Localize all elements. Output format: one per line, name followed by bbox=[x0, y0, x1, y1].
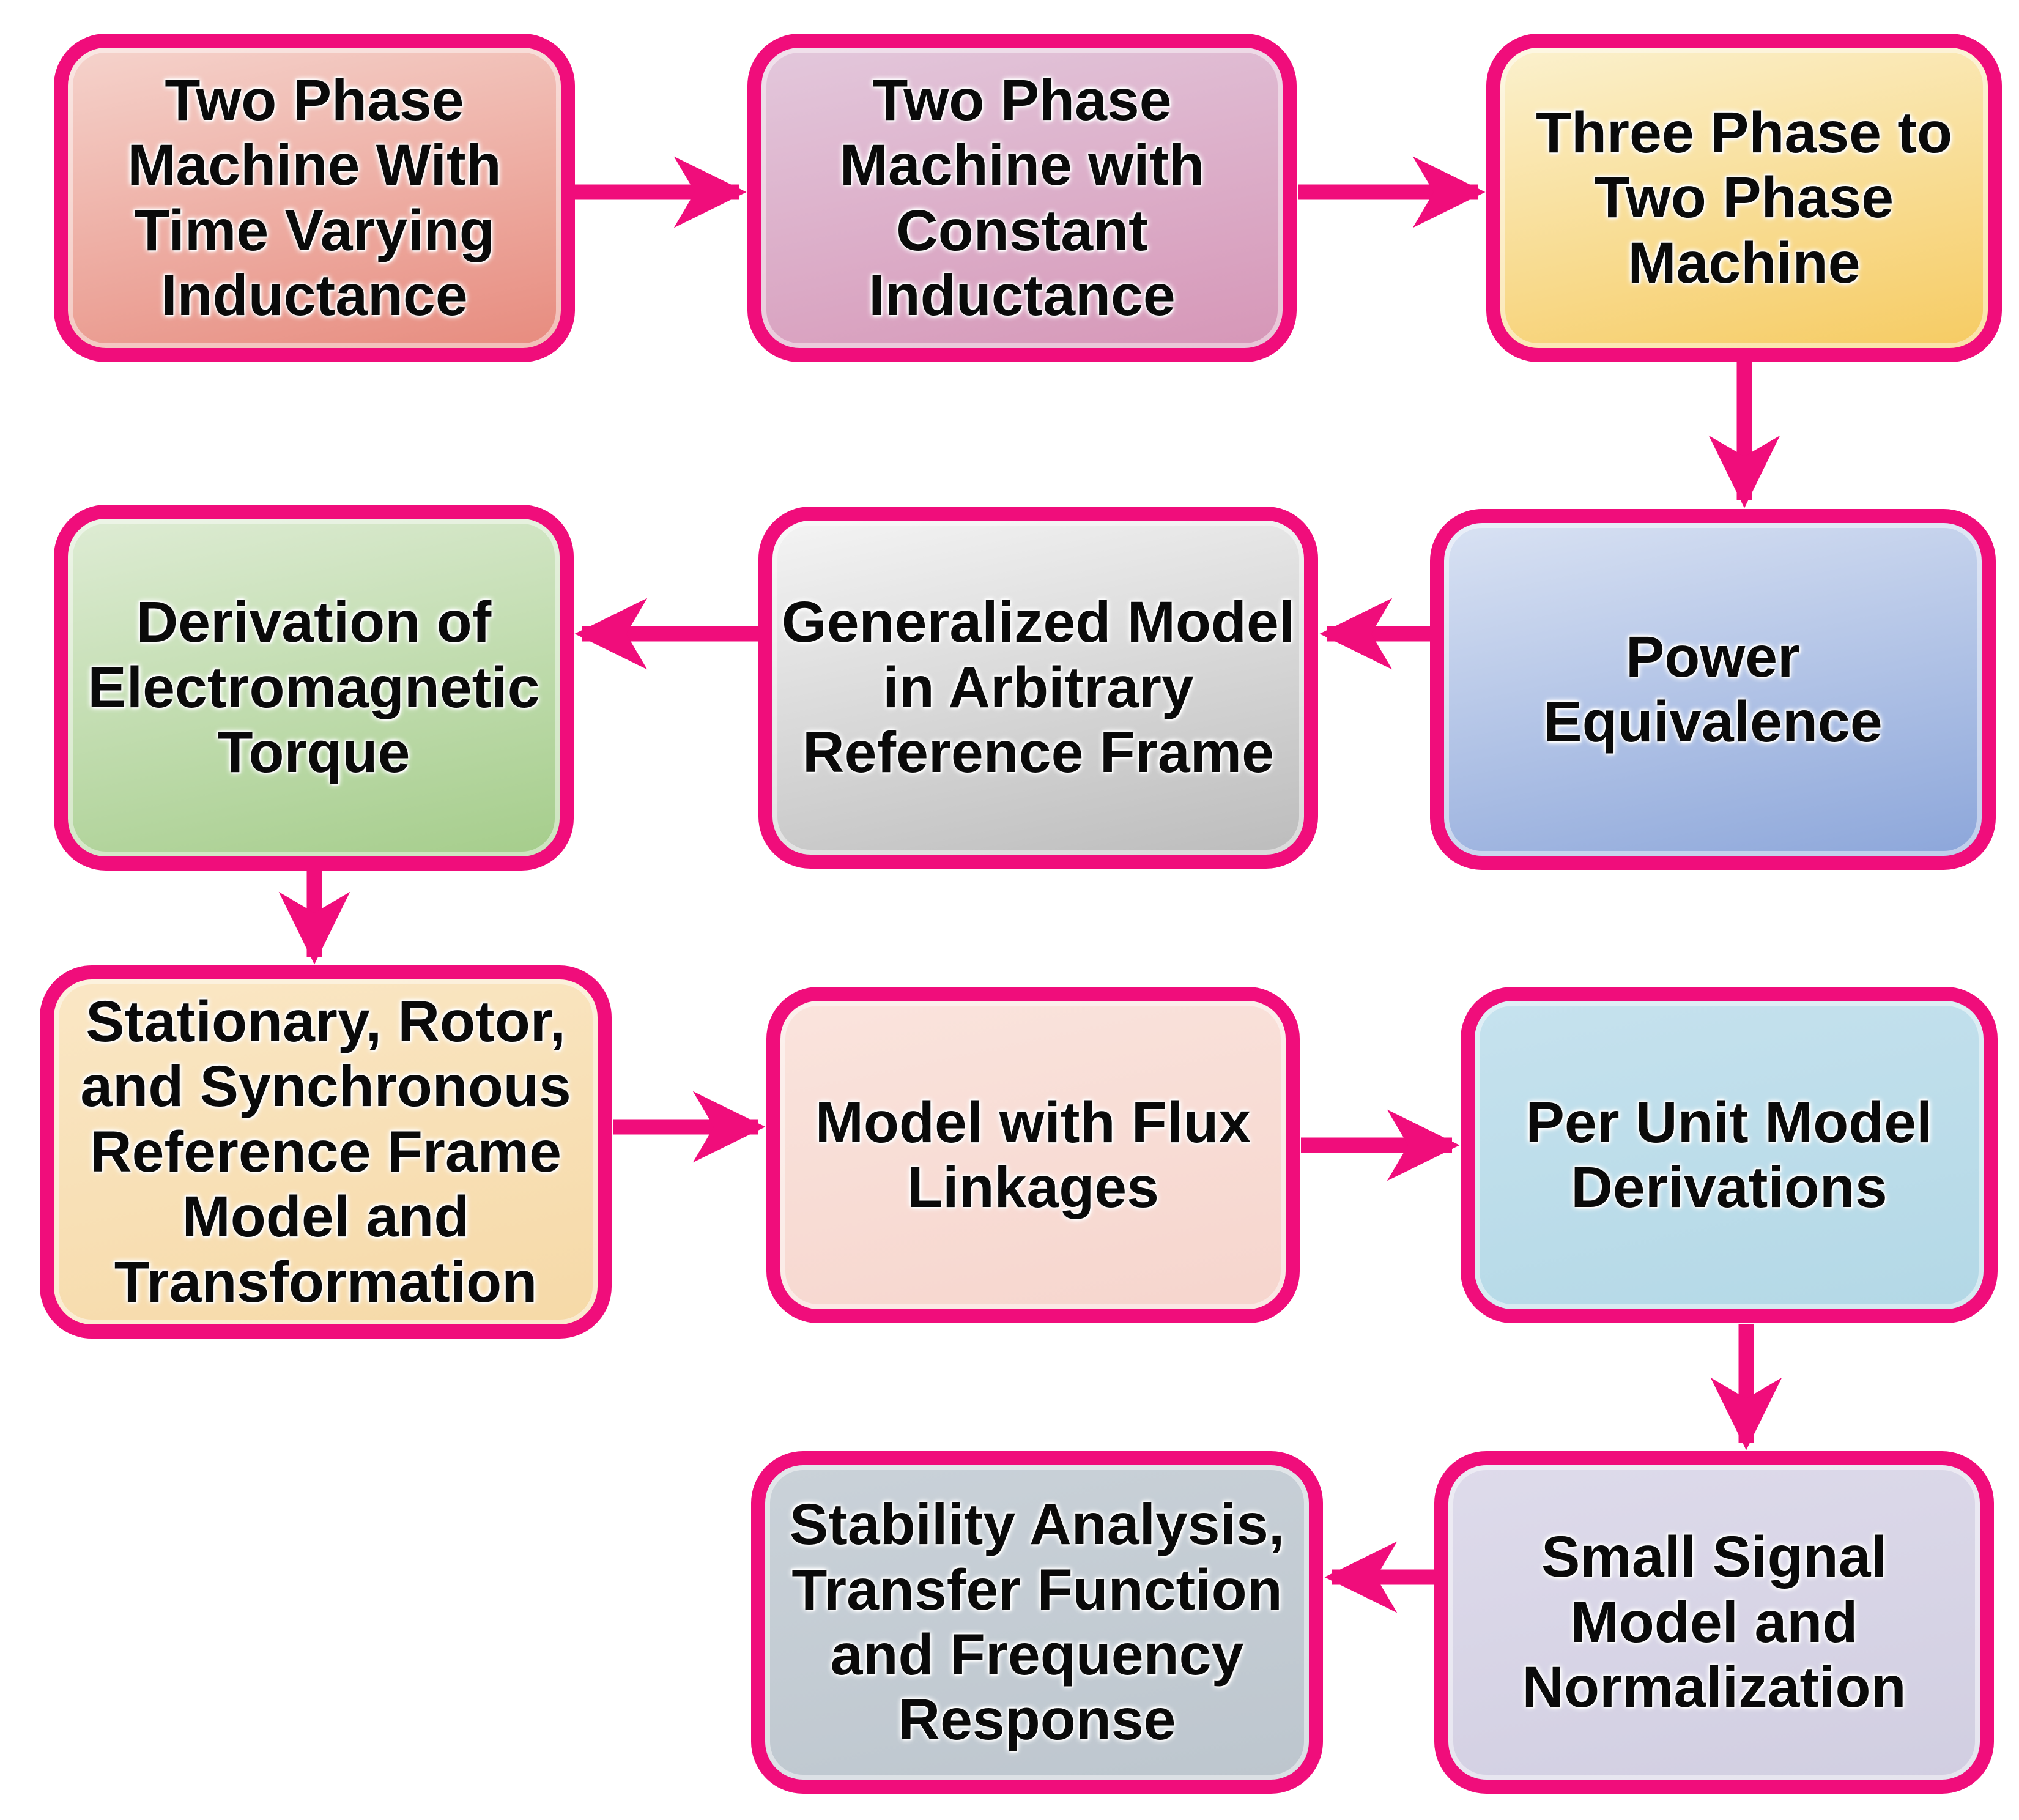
node-three-phase-to-two-phase-machine: Three Phase to Two Phase Machine bbox=[1486, 34, 2002, 362]
node-label: Model with Flux Linkages bbox=[815, 1090, 1251, 1220]
node-stability-analysis-transfer-function: Stability Analysis, Transfer Function an… bbox=[751, 1451, 1323, 1794]
node-stationary-rotor-synchronous-reference-frame: Stationary, Rotor, and Synchronous Refer… bbox=[40, 965, 612, 1339]
node-generalized-model-arbitrary-reference-frame: Generalized Model in Arbitrary Reference… bbox=[758, 507, 1318, 869]
node-power-equivalence: Power Equivalence bbox=[1430, 509, 1996, 870]
node-derivation-of-electromagnetic-torque: Derivation of Electromagnetic Torque bbox=[54, 505, 574, 871]
node-per-unit-model-derivations: Per Unit Model Derivations bbox=[1461, 987, 1998, 1323]
node-label: Small Signal Model and Normalization bbox=[1522, 1525, 1906, 1720]
node-label: Three Phase to Two Phase Machine bbox=[1535, 100, 1953, 295]
node-two-phase-time-varying-inductance: Two Phase Machine With Time Varying Indu… bbox=[54, 34, 575, 362]
node-model-with-flux-linkages: Model with Flux Linkages bbox=[766, 987, 1300, 1323]
node-two-phase-constant-inductance: Two Phase Machine with Constant Inductan… bbox=[747, 34, 1297, 362]
node-label: Stationary, Rotor, and Synchronous Refer… bbox=[80, 989, 571, 1315]
node-label: Stability Analysis, Transfer Function an… bbox=[789, 1492, 1285, 1753]
node-label: Two Phase Machine With Time Varying Indu… bbox=[127, 67, 502, 328]
node-small-signal-model-normalization: Small Signal Model and Normalization bbox=[1434, 1451, 1994, 1794]
node-label: Generalized Model in Arbitrary Reference… bbox=[781, 590, 1295, 786]
node-label: Per Unit Model Derivations bbox=[1525, 1090, 1933, 1220]
node-label: Derivation of Electromagnetic Torque bbox=[87, 590, 540, 786]
node-label: Two Phase Machine with Constant Inductan… bbox=[839, 67, 1205, 328]
node-label: Power Equivalence bbox=[1543, 624, 1883, 754]
